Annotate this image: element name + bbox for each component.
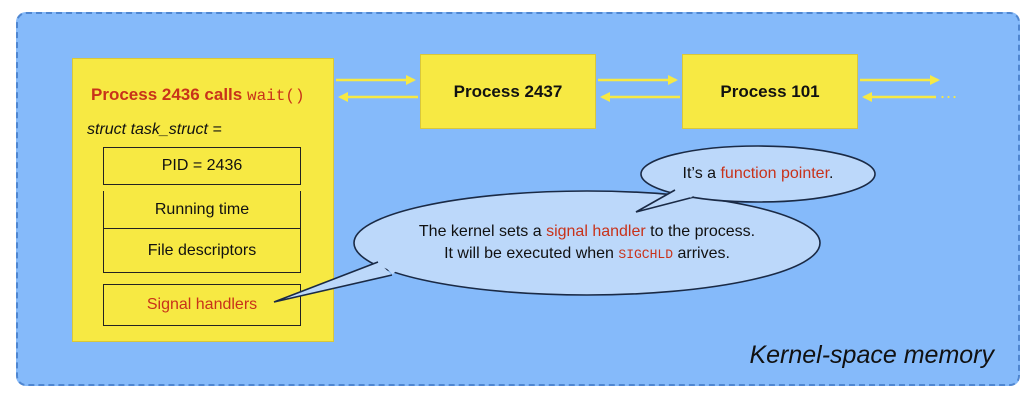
field-signal-handlers: Signal handlers xyxy=(103,284,301,326)
signal-handler-callout xyxy=(273,190,821,303)
link-arrows-2436-2437 xyxy=(336,75,418,102)
process-2436-title-text: Process 2436 calls xyxy=(91,85,247,104)
callout-line-1: The kernel sets a signal handler to the … xyxy=(418,223,756,240)
continuation-ellipsis: ... xyxy=(940,82,959,102)
link-arrows-2437-101 xyxy=(598,75,680,102)
process-101-box: Process 101 xyxy=(682,54,858,129)
link-arrows-101-next xyxy=(860,75,940,102)
field-pid: PID = 2436 xyxy=(103,147,301,185)
process-2437-box: Process 2437 xyxy=(420,54,596,129)
field-file-descriptors: File descriptors xyxy=(103,229,301,273)
kernel-space-label: Kernel-space memory xyxy=(749,341,994,369)
process-2436-title: Process 2436 calls wait() xyxy=(91,85,305,105)
small-callout-ellipse xyxy=(640,145,876,203)
signal-handler-callout-text: The kernel sets a signal handler to the … xyxy=(356,221,818,266)
function-pointer-term: function pointer xyxy=(720,165,830,182)
small-callout-tail xyxy=(635,189,695,213)
field-running-time: Running time xyxy=(103,191,301,229)
function-pointer-callout xyxy=(635,145,876,213)
callout-ellipse xyxy=(353,190,821,296)
callout-line-2: It will be executed when SIGCHLD arrives… xyxy=(444,245,730,262)
signal-handler-term: signal handler xyxy=(546,223,646,240)
wait-call-code: wait() xyxy=(246,87,305,105)
struct-task-struct-label: struct task_struct = xyxy=(87,121,222,138)
callout-tail xyxy=(273,261,393,303)
process-2436-box: Process 2436 calls wait() struct task_st… xyxy=(72,58,334,342)
sigchld-code: SIGCHLD xyxy=(618,247,674,262)
function-pointer-callout-text: It’s a function pointer. xyxy=(682,165,834,182)
